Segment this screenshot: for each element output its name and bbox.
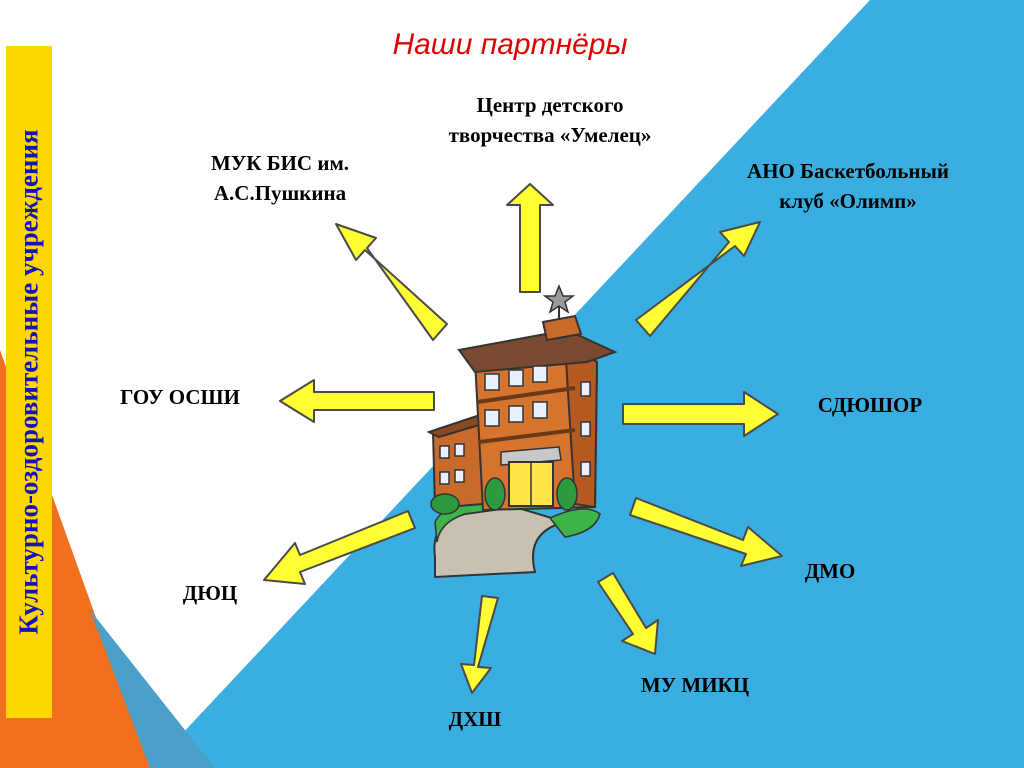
page-title: Наши партнёры (392, 28, 628, 61)
side-bar (6, 46, 52, 718)
orange-blue-overlap (90, 610, 215, 768)
partner-label-line: ДМО (804, 559, 856, 583)
partner-label-umelets: Центр детского творчества «Умелец» (405, 90, 695, 150)
arrow-down-slight-right (597, 572, 659, 655)
arrow-up-left (335, 223, 448, 341)
partner-label-line: АНО Баскетбольный (747, 159, 949, 183)
school-building-icon (426, 283, 618, 579)
arrow-up (506, 183, 554, 293)
arrow-right (622, 391, 779, 437)
partner-label-line: ДЮЦ (182, 581, 238, 605)
partner-label-muk-bis: МУК БИС им. А.С.Пушкина (170, 148, 390, 208)
partner-label-sdyushor: СДЮШОР (790, 390, 950, 420)
partner-label-line: А.С.Пушкина (213, 181, 347, 205)
arrow-down-left (263, 510, 416, 585)
partner-label-mu-mikts: МУ МИКЦ (615, 670, 775, 700)
arrow-up-right (635, 221, 761, 337)
partner-label-line: МУК БИС им. (211, 151, 349, 175)
partner-label-line: ГОУ ОСШИ (120, 385, 240, 409)
arrow-down-right (629, 497, 783, 567)
partner-label-dhsh: ДХШ (420, 704, 530, 734)
partner-label-dyuts: ДЮЦ (160, 578, 260, 608)
partner-label-line: МУ МИКЦ (640, 673, 750, 697)
partner-label-line: СДЮШОР (817, 393, 923, 417)
partner-label-ano-olimp: АНО Баскетбольный клуб «Олимп» (700, 156, 996, 216)
arrow-left (279, 379, 435, 423)
partner-label-line: клуб «Олимп» (779, 189, 917, 213)
partner-label-line: Центр детского (476, 93, 624, 117)
partner-label-line: ДХШ (448, 707, 502, 731)
partner-label-gou-osshi: ГОУ ОСШИ (90, 382, 270, 412)
partner-label-line: творчества «Умелец» (448, 123, 652, 147)
arrow-down-slight-left (460, 595, 499, 694)
partner-label-dmo: ДМО (790, 556, 870, 586)
